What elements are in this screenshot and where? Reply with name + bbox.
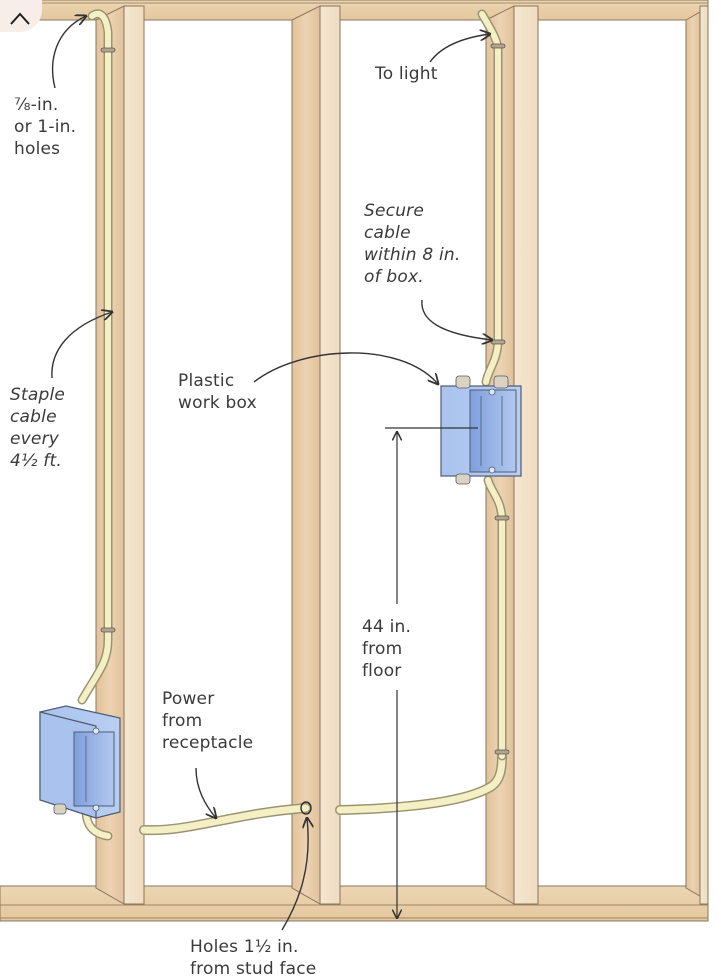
stud-2	[291, 5, 341, 905]
label-hole-size: ⅞-in. or 1-in. holes	[14, 95, 77, 159]
staples-left	[100, 47, 116, 633]
cable-right	[477, 9, 510, 761]
close-icon	[10, 12, 30, 25]
label-secure-cable: Secure cable within 8 in. of box.	[364, 201, 461, 287]
leader-staple	[51, 312, 112, 379]
label-hole-setback: Holes 1½ in. from stud face	[190, 937, 317, 979]
leader-holes-bottom	[281, 818, 308, 931]
dimension-44in	[385, 427, 478, 918]
label-plastic-work-box: Plastic work box	[178, 371, 257, 413]
label-power-source: Power from receptacle	[162, 689, 254, 753]
stud-4	[685, 5, 709, 905]
label-to-light: To light	[375, 64, 438, 84]
leader-lines	[51, 16, 492, 931]
switch-box	[440, 375, 522, 485]
leader-plastic-box	[253, 352, 438, 384]
leader-power	[195, 767, 216, 818]
label-staple-interval: Staple cable every 4½ ft.	[10, 385, 66, 471]
label-box-height: 44 in. from floor	[362, 617, 412, 681]
stud-1	[95, 5, 145, 905]
receptacle-box	[39, 705, 121, 819]
leader-secure	[421, 299, 492, 340]
cable-bottom	[139, 751, 507, 836]
leader-holes-top	[51, 16, 86, 89]
leader-to-light	[429, 34, 490, 63]
